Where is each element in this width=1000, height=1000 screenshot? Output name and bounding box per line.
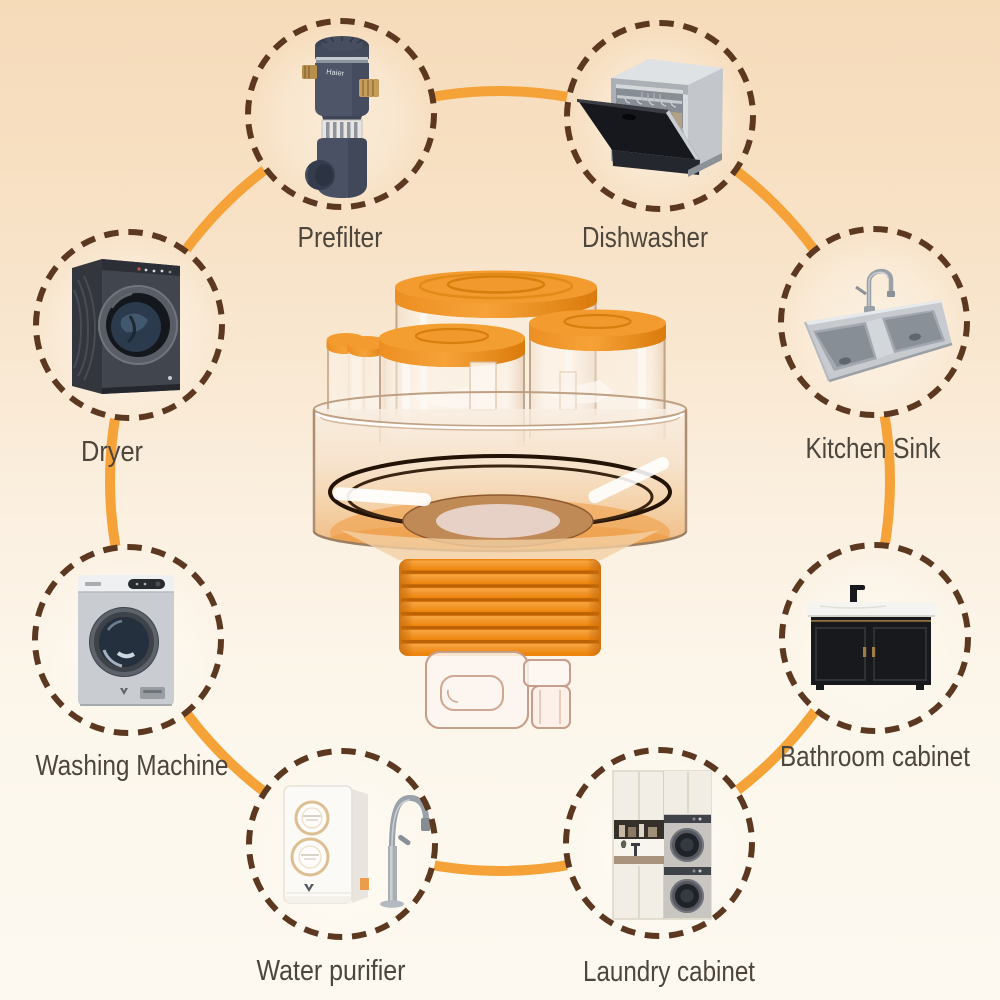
- svg-text:Haier: Haier: [326, 67, 345, 78]
- svg-text:Bathroom cabinet: Bathroom cabinet: [780, 741, 970, 773]
- svg-text:Washing Machine: Washing Machine: [36, 750, 229, 782]
- svg-text:Dryer: Dryer: [81, 436, 143, 468]
- svg-text:Dishwasher: Dishwasher: [582, 222, 708, 254]
- svg-text:Water purifier: Water purifier: [257, 955, 406, 987]
- svg-text:Laundry cabinet: Laundry cabinet: [583, 956, 755, 988]
- svg-text:Kitchen Sink: Kitchen Sink: [806, 433, 941, 465]
- svg-text:Prefilter: Prefilter: [298, 222, 383, 254]
